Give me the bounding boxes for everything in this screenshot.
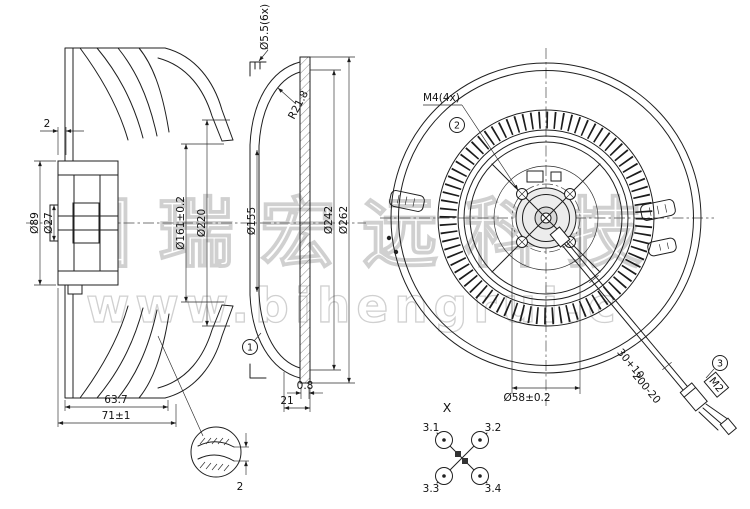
label-stamps [386, 190, 677, 257]
spokes [491, 163, 601, 273]
flange-band [299, 56, 311, 384]
pin-label-31: 3.1 [423, 422, 440, 434]
dim-label-637: 63.7 [104, 394, 127, 406]
dim-label-08: 0.8 [297, 380, 314, 392]
dim-d89: Ø89 [29, 160, 56, 286]
detail-circle [190, 426, 242, 478]
dim-label-d27: Ø27 [43, 212, 55, 234]
pin-label-32: 3.2 [485, 422, 502, 434]
dim-label-d220: Ø220 [196, 209, 208, 237]
dim-label-d155: Ø155 [246, 207, 258, 235]
dim-label-d58: Ø58±0.2 [503, 392, 550, 404]
dim-label-d262: Ø262 [338, 206, 350, 234]
balloon-1: 1 [242, 332, 262, 355]
dim-71: 71±1 [57, 288, 177, 427]
pin-label-34: 3.4 [485, 483, 502, 495]
connector-label: X [443, 400, 452, 415]
connector-detail: X 3.1 3.2 3.3 3.4 [423, 400, 502, 495]
watermark-url: www.bihengrui.c [86, 279, 622, 334]
dim-d262: Ø262 [310, 56, 355, 384]
dim-gap-2: 2 [40, 118, 84, 155]
balloon-2 [449, 117, 465, 133]
dim-d155: Ø155 [246, 149, 259, 293]
dim-label-gap2: 2 [44, 118, 51, 130]
inlet-ring-profile [249, 61, 301, 379]
dim-d220: Ø220 [196, 119, 230, 327]
front-view: 30+10 200-20 M2 M4(4x) 2 Ø58±0.2 3 [380, 48, 738, 436]
balloon-2-number: 2 [454, 121, 460, 132]
rivet-dot [393, 249, 399, 255]
dim-637: 63.7 [64, 394, 169, 411]
dim-holes-55: Ø5.5(6x) [258, 4, 271, 62]
dim-d58: Ø58±0.2 [503, 228, 581, 404]
connector-pins [435, 431, 489, 485]
pitch-circle [511, 183, 581, 253]
hub-details [526, 170, 562, 183]
dim-d27: Ø27 [43, 204, 56, 242]
blade-ring [439, 111, 653, 325]
balloon-3-number: 3 [717, 359, 723, 370]
dim-08: 0.8 [287, 380, 323, 399]
balloon-1-number: 1 [247, 343, 253, 354]
dim-label-holes: Ø5.5(6x) [259, 4, 271, 50]
cable-tag: M2 [703, 371, 730, 398]
dim-label-d161: Ø161±0.2 [175, 196, 187, 250]
dim-label-m4: M4(4x) [423, 92, 460, 104]
pin-label-33: 3.3 [423, 483, 440, 495]
dim-label-71: 71±1 [102, 410, 131, 422]
balloon-3: 3 [705, 355, 728, 379]
dim-d242: Ø242 [310, 69, 341, 371]
dim-21: 21 [280, 372, 311, 412]
dim-label-d89: Ø89 [29, 212, 41, 234]
dim-d161: Ø161±0.2 [175, 143, 224, 303]
dim-label-d242: Ø242 [323, 206, 335, 234]
detail-view: 2 [157, 335, 249, 493]
impeller-section [64, 47, 234, 399]
rivet-dot [386, 235, 392, 241]
motor [49, 160, 119, 295]
side-view: 2 Ø89 Ø27 Ø161±0.2 Ø220 [26, 47, 366, 493]
dim-label-detail-gap: 2 [237, 481, 244, 493]
dim-m4: M4(4x) 2 [423, 92, 519, 191]
dim-label-21: 21 [280, 395, 293, 407]
